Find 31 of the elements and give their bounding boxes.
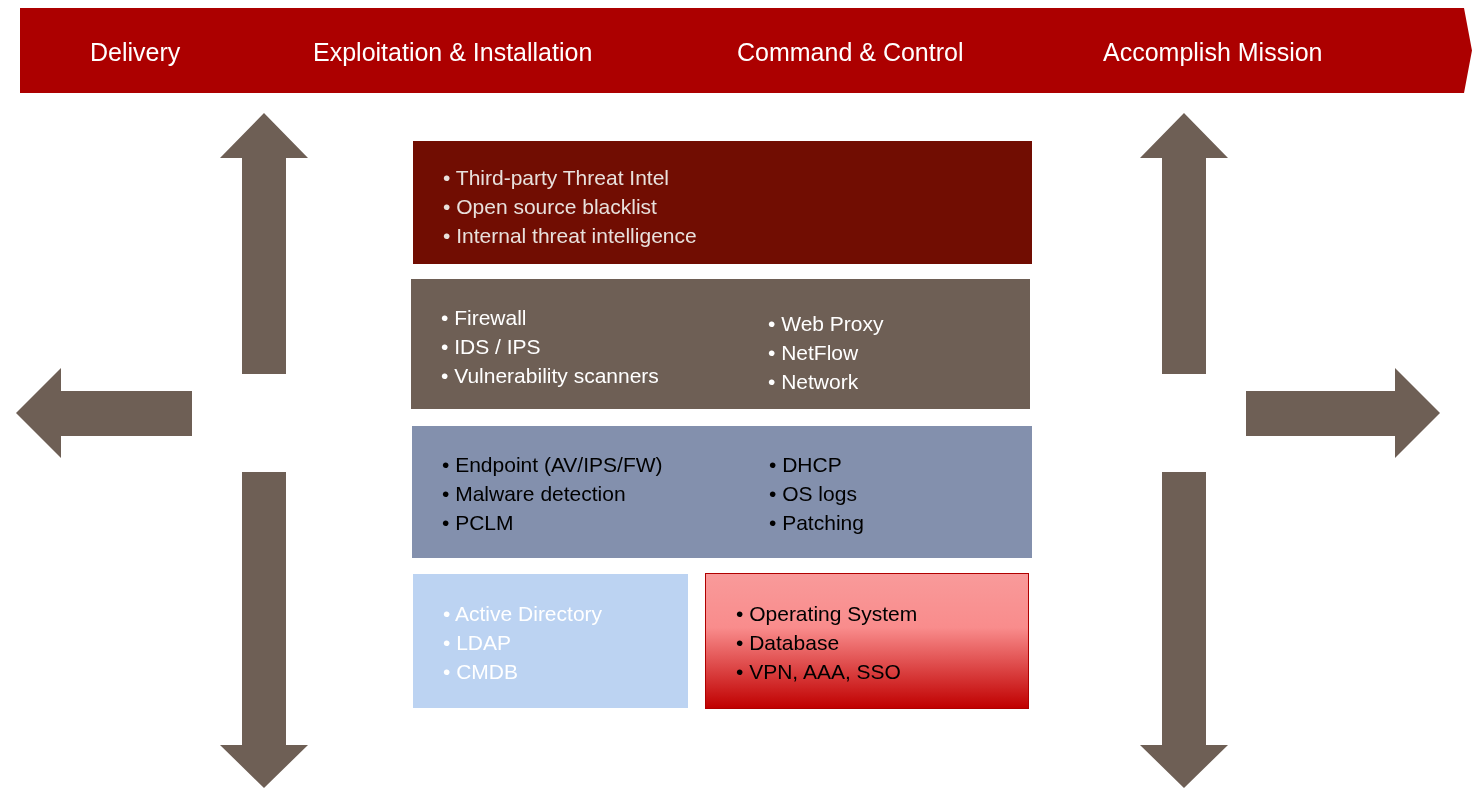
bullet-item: • CMDB — [443, 659, 520, 685]
threat-intel-panel — [413, 141, 1032, 264]
bullet-item: • PCLM — [442, 510, 515, 536]
bullet-item: • Internal threat intelligence — [443, 223, 697, 249]
stage-label: Delivery — [90, 38, 181, 67]
system-panel — [705, 573, 1029, 709]
network-panel — [411, 279, 1030, 409]
bullet-item: • Endpoint (AV/IPS/FW) — [442, 452, 663, 478]
bullet-item: • Third-party Threat Intel — [443, 165, 670, 191]
bullet-item: • Firewall — [441, 305, 528, 331]
bullet-item: • LDAP — [443, 630, 513, 656]
bullet-item: • Malware detection — [442, 481, 627, 507]
stage-label: Accomplish Mission — [1103, 38, 1323, 67]
directory-panel — [413, 574, 688, 708]
stage-label: Command & Control — [737, 38, 964, 67]
bullet-item: • Network — [768, 369, 860, 395]
bullet-item: • NetFlow — [768, 340, 860, 366]
bullet-item: • Database — [736, 630, 841, 656]
bullet-item: • IDS / IPS — [441, 334, 542, 360]
endpoint-panel — [412, 426, 1032, 558]
bullet-item: • DHCP — [769, 452, 843, 478]
stage-label: Exploitation & Installation — [313, 38, 593, 67]
bullet-item: • Active Directory — [443, 601, 603, 627]
bullet-item: • Web Proxy — [768, 311, 884, 337]
bullet-item: • Open source blacklist — [443, 194, 658, 220]
bullet-item: • VPN, AAA, SSO — [736, 659, 902, 685]
bullet-item: • Operating System — [736, 601, 918, 627]
bullet-item: • Patching — [769, 510, 864, 536]
bullet-item: • OS logs — [769, 481, 858, 507]
stage-banner — [20, 8, 1472, 93]
bullet-item: • Vulnerability scanners — [441, 363, 659, 389]
